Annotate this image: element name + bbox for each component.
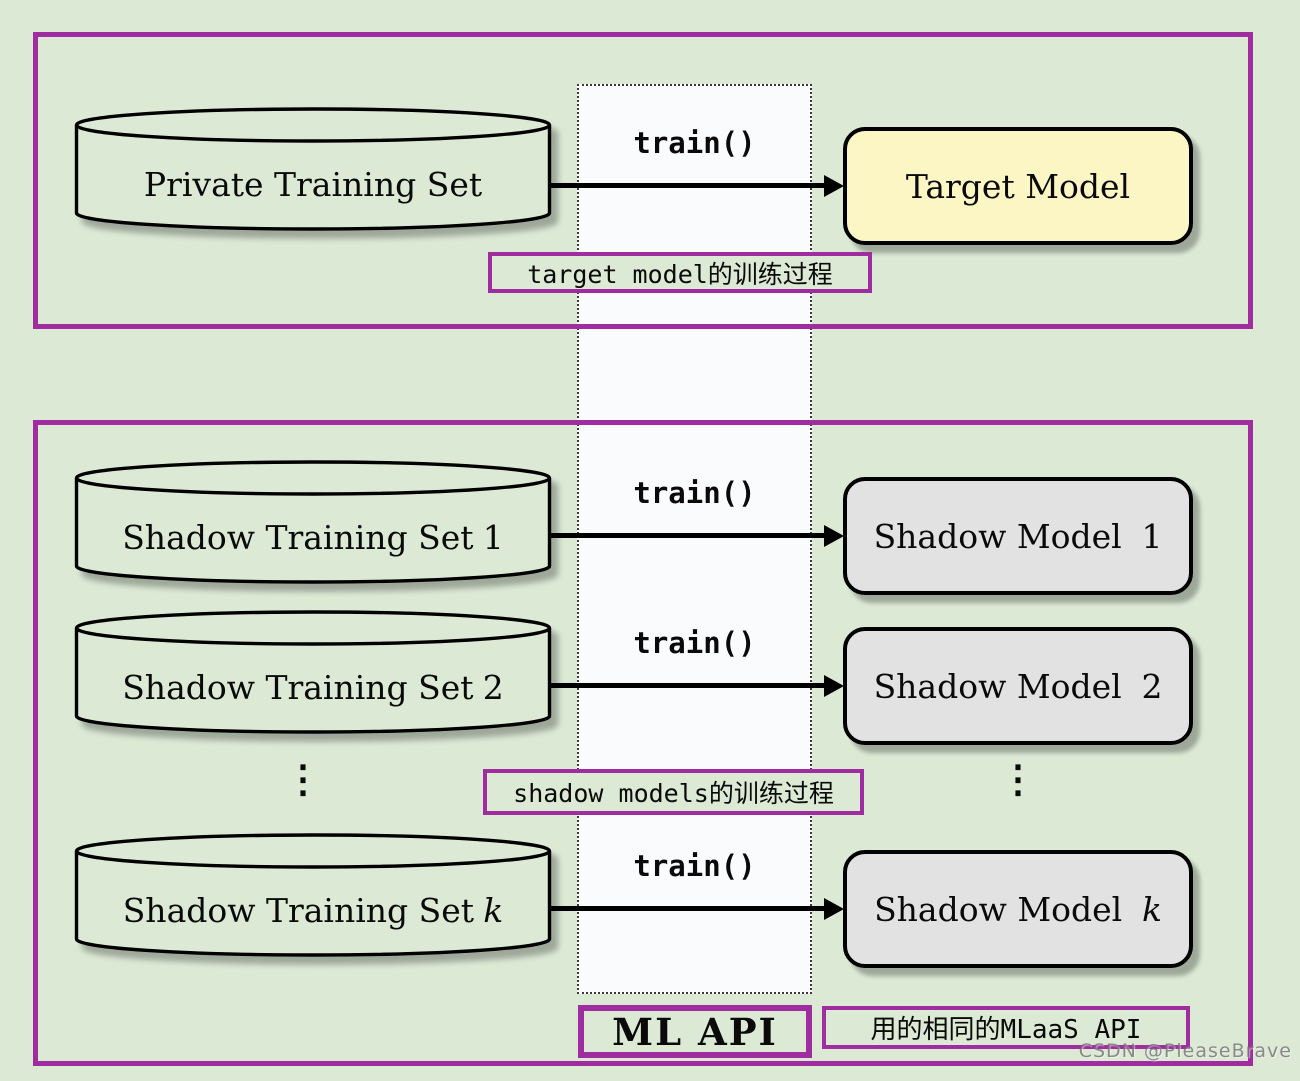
train-call-label-row1: train() xyxy=(633,476,756,510)
private-training-set-label: Private Training Set xyxy=(143,164,483,204)
database-cylinder-shape xyxy=(74,610,552,734)
train-arrow-head-rowk xyxy=(824,898,844,920)
shadow-training-set-2-label: Shadow Training Set 2 xyxy=(122,667,504,707)
train-arrow-row2 xyxy=(548,683,830,688)
database-cylinder-shape xyxy=(74,107,552,231)
shadow-model-1-label: Shadow Model 1 xyxy=(873,516,1163,556)
shadow-training-caption: shadow models的训练过程 xyxy=(483,769,864,815)
shadow-model-2-box: Shadow Model 2 xyxy=(843,627,1193,745)
shadow-training-set-k-label: Shadow Training Set k xyxy=(122,890,504,930)
shadow-model-1-box: Shadow Model 1 xyxy=(843,477,1193,595)
mlaas-api-note: 用的相同的MLaaS API xyxy=(822,1006,1190,1049)
train-arrow-target xyxy=(548,183,830,188)
train-arrow-head-row2 xyxy=(824,675,844,697)
train-arrow-rowk xyxy=(548,906,830,911)
ml-api-dotted-region xyxy=(577,84,812,994)
private-training-set-cylinder: Private Training Set xyxy=(72,105,554,237)
shadow-training-frame xyxy=(33,420,1253,1066)
left-ellipsis: ⋮ xyxy=(284,756,322,801)
csdn-watermark: CSDN @PleaseBrave xyxy=(1078,1040,1292,1062)
right-ellipsis: ⋮ xyxy=(999,756,1037,801)
shadow-model-k-label: Shadow Model k xyxy=(874,889,1162,929)
shadow-training-set-1-cylinder: Shadow Training Set 1 xyxy=(72,458,554,590)
target-model-box: Target Model xyxy=(843,127,1193,245)
database-cylinder-shape xyxy=(74,460,552,584)
shadow-model-k-box: Shadow Model k xyxy=(843,850,1193,968)
train-arrow-head-target xyxy=(824,175,844,197)
target-training-frame xyxy=(33,32,1253,329)
shadow-training-set-2-cylinder: Shadow Training Set 2 xyxy=(72,608,554,740)
train-arrow-row1 xyxy=(548,533,830,538)
database-cylinder-shape xyxy=(74,833,552,957)
train-call-label-rowk: train() xyxy=(633,849,756,883)
ml-api-label: ML API xyxy=(578,1005,812,1058)
target-model-label: Target Model xyxy=(905,166,1131,206)
train-arrow-head-row1 xyxy=(824,525,844,547)
shadow-training-set-1-label: Shadow Training Set 1 xyxy=(122,517,504,557)
shadow-model-2-label: Shadow Model 2 xyxy=(873,666,1163,706)
target-training-caption: target model的训练过程 xyxy=(488,252,872,293)
train-call-label-row2: train() xyxy=(633,626,756,660)
train-call-label-target: train() xyxy=(633,126,756,160)
shadow-training-set-k-cylinder: Shadow Training Set k xyxy=(72,831,554,963)
